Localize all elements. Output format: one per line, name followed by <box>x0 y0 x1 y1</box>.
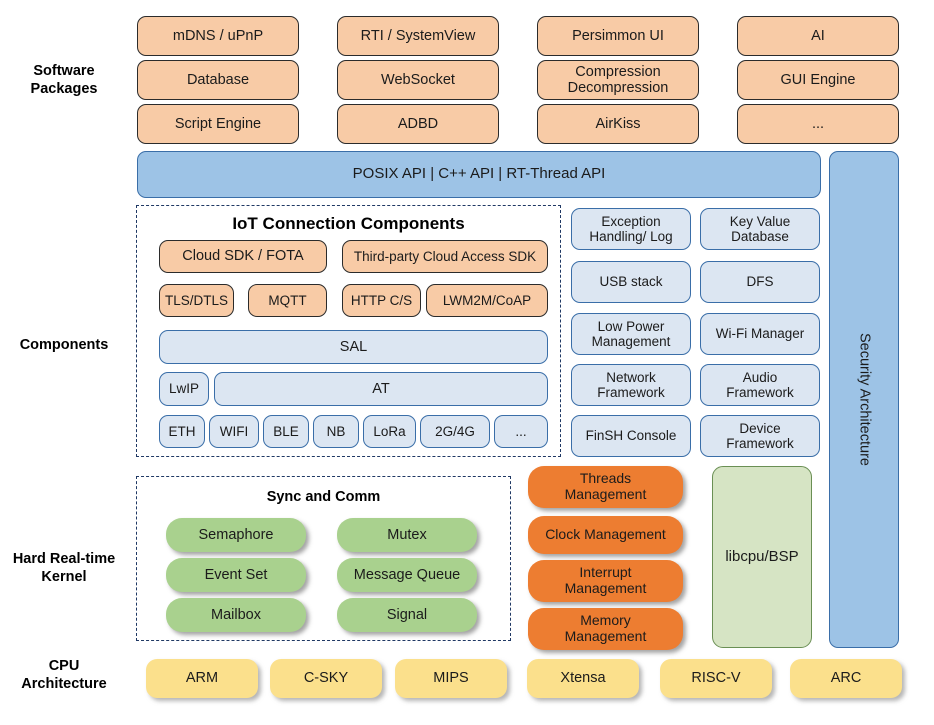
software-package-gui-engine[interactable]: GUI Engine <box>737 60 899 100</box>
iot-link-wifi[interactable]: WIFI <box>209 415 259 448</box>
component-wifi-manager[interactable]: Wi-Fi Manager <box>700 313 820 355</box>
iot-link-2g-4g[interactable]: 2G/4G <box>420 415 490 448</box>
row-label-cpu-architecture: CPU Architecture <box>0 657 128 693</box>
kernel-mailbox[interactable]: Mailbox <box>166 598 306 632</box>
software-package-script-engine[interactable]: Script Engine <box>137 104 299 144</box>
iot-lwip[interactable]: LwIP <box>159 372 209 406</box>
software-package-ai[interactable]: AI <box>737 16 899 56</box>
iot-tls-dtls[interactable]: TLS/DTLS <box>159 284 234 317</box>
component-usb-stack[interactable]: USB stack <box>571 261 691 303</box>
row-label-line2: Kernel <box>41 569 87 586</box>
iot-cloud-sdk-fota[interactable]: Cloud SDK / FOTA <box>159 240 327 273</box>
iot-sal[interactable]: SAL <box>159 330 548 364</box>
component-key-value-database[interactable]: Key Value Database <box>700 208 820 250</box>
kernel-interrupt-management[interactable]: Interrupt Management <box>528 560 683 602</box>
software-package-mdns-upnp[interactable]: mDNS / uPnP <box>137 16 299 56</box>
kernel-event-set[interactable]: Event Set <box>166 558 306 592</box>
iot-mqtt[interactable]: MQTT <box>248 284 327 317</box>
component-network-framework[interactable]: Network Framework <box>571 364 691 406</box>
component-dfs[interactable]: DFS <box>700 261 820 303</box>
row-label-line1: Hard Real-time <box>12 551 116 567</box>
row-label-line1: CPU <box>48 658 80 674</box>
iot-link-eth[interactable]: ETH <box>159 415 205 448</box>
component-low-power-management[interactable]: Low Power Management <box>571 313 691 355</box>
iot-link-ble[interactable]: BLE <box>263 415 309 448</box>
iot-connection-components-title: IoT Connection Components <box>232 214 465 233</box>
kernel-message-queue[interactable]: Message Queue <box>337 558 477 592</box>
cpu-arch-arm[interactable]: ARM <box>146 659 258 698</box>
libcpu-bsp[interactable]: libcpu/BSP <box>712 466 812 648</box>
software-package-adbd[interactable]: ADBD <box>337 104 499 144</box>
iot-link-nb[interactable]: NB <box>313 415 359 448</box>
cpu-arch-arc[interactable]: ARC <box>790 659 902 698</box>
iot-at[interactable]: AT <box>214 372 548 406</box>
iot-http-cs[interactable]: HTTP C/S <box>342 284 421 317</box>
row-label-software-packages: Software Packages <box>0 62 128 98</box>
cpu-arch-risc-v[interactable]: RISC-V <box>660 659 772 698</box>
software-package-database[interactable]: Database <box>137 60 299 100</box>
software-package-compression-decompression[interactable]: Compression Decompression <box>537 60 699 100</box>
software-package-airkiss[interactable]: AirKiss <box>537 104 699 144</box>
iot-third-party-cloud-access-sdk[interactable]: Third-party Cloud Access SDK <box>342 240 548 273</box>
software-package-more[interactable]: ... <box>737 104 899 144</box>
iot-lwm2m-coap[interactable]: LWM2M/CoAP <box>426 284 548 317</box>
iot-link-more[interactable]: ... <box>494 415 548 448</box>
component-device-framework[interactable]: Device Framework <box>700 415 820 457</box>
component-audio-framework[interactable]: Audio Framework <box>700 364 820 406</box>
component-finsh-console[interactable]: FinSH Console <box>571 415 691 457</box>
kernel-signal[interactable]: Signal <box>337 598 477 632</box>
kernel-semaphore[interactable]: Semaphore <box>166 518 306 552</box>
row-label-line2: Architecture <box>21 676 107 693</box>
software-package-websocket[interactable]: WebSocket <box>337 60 499 100</box>
kernel-threads-management[interactable]: Threads Management <box>528 466 683 508</box>
kernel-clock-management[interactable]: Clock Management <box>528 516 683 554</box>
security-architecture-bar[interactable]: Security Architecture <box>829 151 899 648</box>
sync-and-comm-title: Sync and Comm <box>266 489 381 505</box>
api-bar[interactable]: POSIX API | C++ API | RT-Thread API <box>137 151 821 198</box>
software-package-rti-systemview[interactable]: RTI / SystemView <box>337 16 499 56</box>
row-label-hard-real-time-kernel: Hard Real-time Kernel <box>0 550 128 586</box>
row-label-line1: Software <box>33 63 95 79</box>
software-package-persimmon-ui[interactable]: Persimmon UI <box>537 16 699 56</box>
kernel-memory-management[interactable]: Memory Management <box>528 608 683 650</box>
iot-link-lora[interactable]: LoRa <box>363 415 416 448</box>
cpu-arch-mips[interactable]: MIPS <box>395 659 507 698</box>
iot-connection-components-group <box>136 205 561 457</box>
component-exception-handling-log[interactable]: Exception Handling/ Log <box>571 208 691 250</box>
sync-and-comm-group <box>136 476 511 641</box>
row-label-line2: Packages <box>30 81 98 98</box>
cpu-arch-xtensa[interactable]: Xtensa <box>527 659 639 698</box>
row-label-line1: Components <box>19 337 109 353</box>
security-architecture-label: Security Architecture <box>856 333 873 466</box>
row-label-components: Components <box>0 336 128 354</box>
cpu-arch-c-sky[interactable]: C-SKY <box>270 659 382 698</box>
kernel-mutex[interactable]: Mutex <box>337 518 477 552</box>
